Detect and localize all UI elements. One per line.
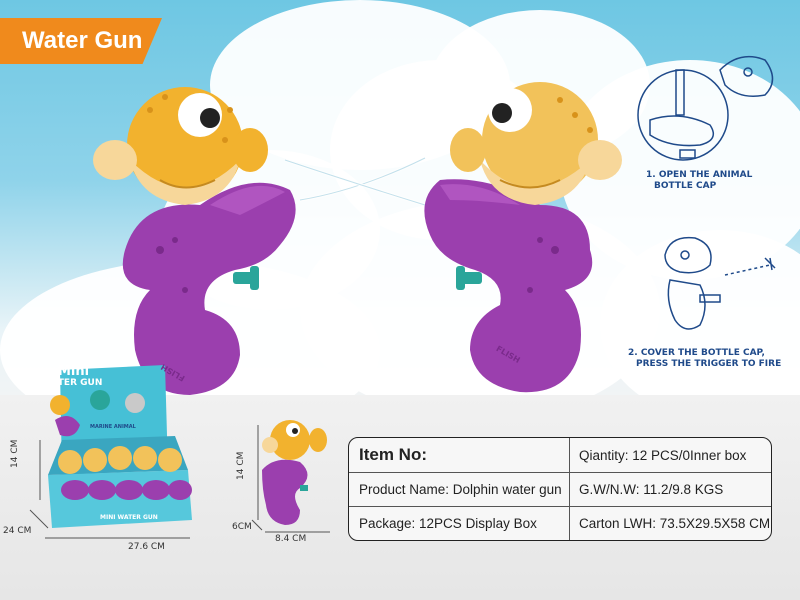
instruction-step-1: 1. OPEN THE ANIMAL BOTTLE CAP bbox=[646, 170, 752, 192]
right-water-gun bbox=[424, 82, 622, 393]
spec-quantity-text: Qiantity: 12 PCS/0Inner box bbox=[579, 447, 747, 463]
instruction-drawing-1 bbox=[637, 55, 774, 161]
instruction-step-1-line-1: 1. OPEN THE ANIMAL bbox=[646, 170, 753, 180]
spec-weight-text: G.W/N.W: 11.2/9.8 KGS bbox=[579, 481, 724, 497]
spec-weight: G.W/N.W: 11.2/9.8 KGS bbox=[579, 472, 723, 506]
spec-product-name-text: Product Name: Dolphin water gun bbox=[359, 481, 562, 497]
item-depth-dim: 6CM bbox=[232, 522, 252, 532]
display-box bbox=[29, 365, 192, 539]
spec-product-name: Product Name: Dolphin water gun bbox=[359, 472, 562, 506]
instruction-step-2: 2. COVER THE BOTTLE CAP, PRESS THE TRIGG… bbox=[628, 348, 781, 370]
spec-item-no-label: Item No: bbox=[359, 445, 427, 464]
instruction-step-2-line-2: PRESS THE TRIGGER TO FIRE bbox=[636, 359, 782, 369]
spec-table: Item No: Product Name: Dolphin water gun… bbox=[348, 437, 772, 541]
title-text: Water Gun bbox=[22, 27, 143, 54]
single-item-thumb bbox=[251, 420, 330, 533]
box-brand-bottom: WATER GUN bbox=[42, 378, 103, 388]
water-stream bbox=[284, 156, 426, 207]
spec-carton: Carton LWH: 73.5X29.5X58 CM bbox=[579, 506, 770, 540]
title-badge: Water Gun bbox=[0, 18, 162, 64]
box-width-dim: 27.6 CM bbox=[128, 542, 165, 552]
item-height-dim: 14 CM bbox=[236, 451, 246, 480]
item-width-dim: 8.4 CM bbox=[275, 534, 307, 544]
instruction-step-2-line-1: 2. COVER THE BOTTLE CAP, bbox=[628, 348, 765, 358]
left-water-gun bbox=[93, 87, 296, 395]
spec-row-divider bbox=[349, 472, 771, 473]
spec-package: Package: 12PCS Display Box bbox=[359, 506, 537, 540]
box-brand-top: Mini bbox=[58, 364, 90, 379]
box-toys bbox=[58, 446, 192, 500]
spec-divider bbox=[569, 438, 570, 540]
spec-row-divider bbox=[349, 506, 771, 507]
box-subtitle: MARINE ANIMAL bbox=[90, 424, 136, 430]
spec-carton-text: Carton LWH: 73.5X29.5X58 CM bbox=[579, 515, 771, 531]
box-front-label: MINI WATER GUN bbox=[100, 514, 158, 521]
box-depth-dim: 24 CM bbox=[3, 526, 32, 536]
box-height-dim: 14 CM bbox=[10, 439, 20, 468]
spec-item-no: Item No: bbox=[359, 438, 427, 472]
instruction-drawing-2 bbox=[664, 236, 776, 330]
spec-quantity: Qiantity: 12 PCS/0Inner box bbox=[579, 438, 746, 472]
instruction-step-1-line-2: BOTTLE CAP bbox=[654, 181, 717, 191]
spec-package-text: Package: 12PCS Display Box bbox=[359, 515, 537, 531]
